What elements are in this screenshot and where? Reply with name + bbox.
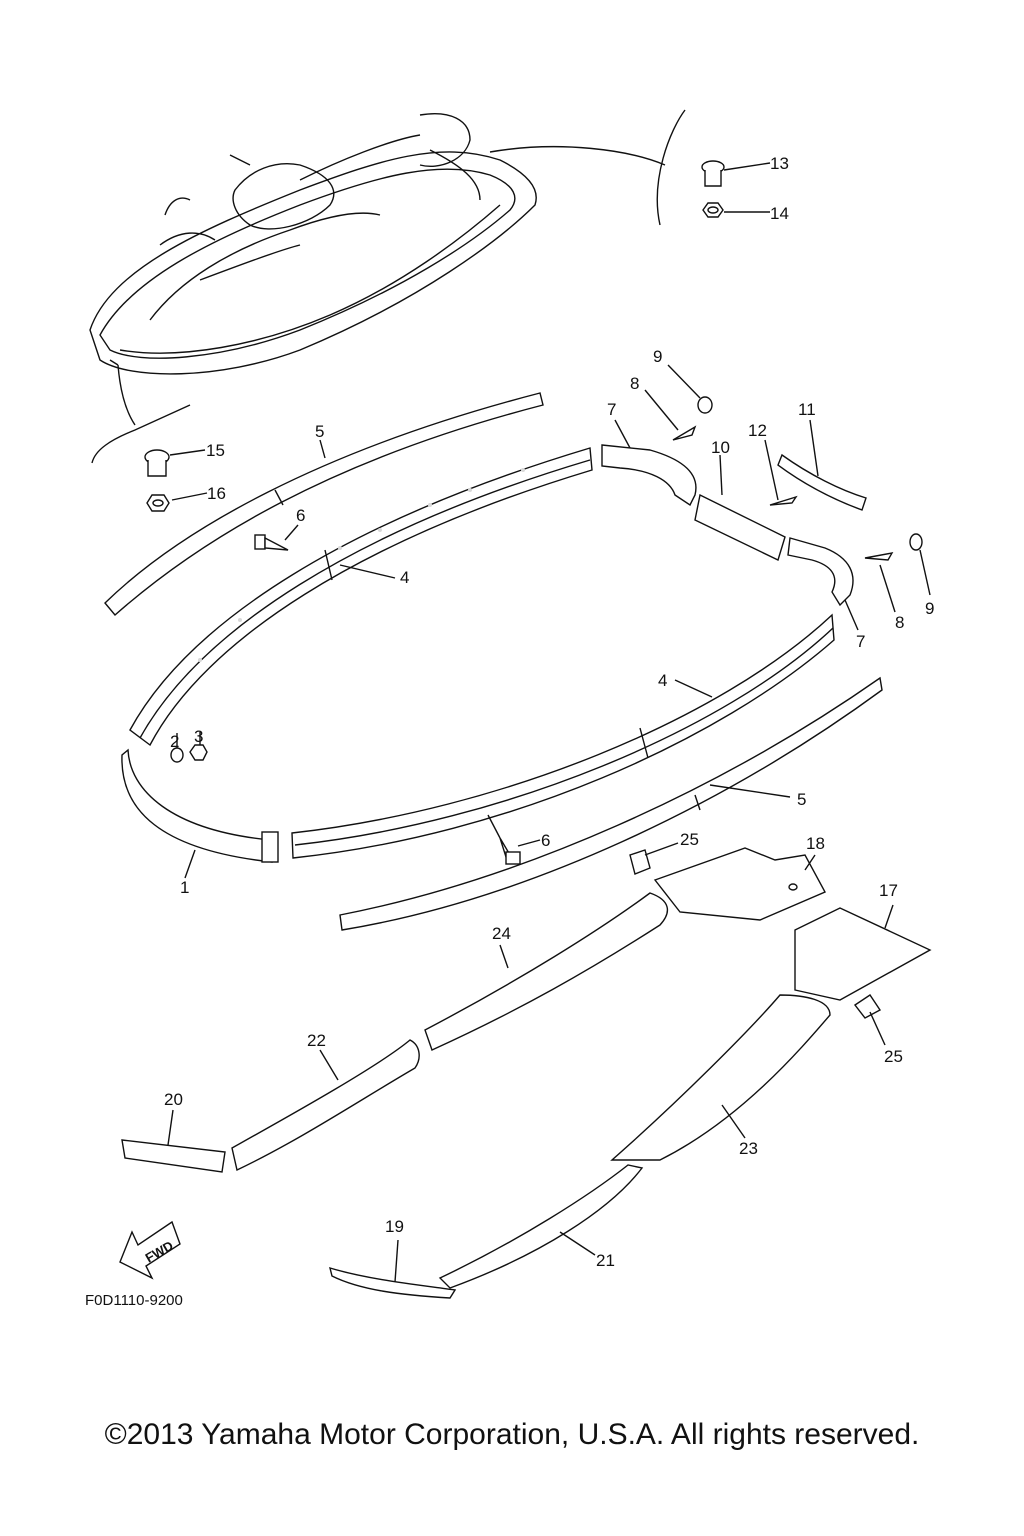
callout-labels: 1 2 3 4 4 5 5 6 6 7 7 8 8 9 9 10 11 12 1… bbox=[164, 154, 934, 1270]
callout-7: 7 bbox=[607, 400, 616, 419]
callout-23: 23 bbox=[739, 1139, 758, 1158]
part-21-mat bbox=[438, 1164, 644, 1289]
callout-15: 15 bbox=[206, 441, 225, 460]
callout-13: 13 bbox=[770, 154, 789, 173]
callout-22: 22 bbox=[307, 1031, 326, 1050]
part-18-mat bbox=[653, 847, 826, 921]
part-6-screw-lower bbox=[487, 814, 541, 865]
copyright-notice: ©2013 Yamaha Motor Corporation, U.S.A. A… bbox=[104, 1418, 920, 1451]
part-7-corner-left bbox=[601, 419, 697, 507]
part-9-cap-right bbox=[909, 533, 931, 596]
callout-8: 8 bbox=[630, 374, 639, 393]
callout-5: 5 bbox=[315, 422, 324, 441]
part-4-bumper-rail-lower bbox=[291, 613, 835, 859]
bracket-line bbox=[91, 404, 191, 464]
callout-8: 8 bbox=[895, 613, 904, 632]
callout-2: 2 bbox=[170, 732, 179, 751]
part-16-nut bbox=[146, 492, 208, 512]
leader-line bbox=[117, 364, 136, 426]
part-8-rivet-right bbox=[864, 552, 896, 613]
callout-5: 5 bbox=[797, 790, 806, 809]
part-1-bow-bumper bbox=[121, 748, 279, 879]
callout-3: 3 bbox=[194, 727, 203, 746]
part-17-mat bbox=[794, 904, 932, 1001]
callout-6: 6 bbox=[296, 506, 305, 525]
part-14-nut bbox=[702, 202, 770, 218]
part-8-rivet-left bbox=[644, 389, 697, 441]
fwd-arrow-icon: FWD bbox=[119, 1220, 181, 1280]
callout-1: 1 bbox=[180, 878, 189, 897]
callout-25: 25 bbox=[680, 830, 699, 849]
part-25-pad-upper bbox=[629, 842, 679, 875]
watercraft-illustration bbox=[89, 113, 537, 375]
part-11-strip bbox=[777, 419, 867, 511]
part-24-mat bbox=[424, 892, 669, 1051]
callout-4: 4 bbox=[400, 568, 409, 587]
part-12-rivet bbox=[764, 439, 798, 506]
part-7-corner-right bbox=[787, 537, 859, 631]
part-10-stern-bumper bbox=[694, 454, 786, 561]
part-13-bushing bbox=[701, 160, 771, 187]
callout-11: 11 bbox=[798, 400, 816, 419]
callout-24: 24 bbox=[492, 924, 511, 943]
callout-10: 10 bbox=[711, 438, 730, 457]
drawing-code: F0D1110-9200 bbox=[85, 1292, 183, 1309]
callout-6: 6 bbox=[541, 831, 550, 850]
part-23-mat bbox=[610, 994, 831, 1161]
part-2-washer bbox=[170, 733, 184, 763]
bracket-line bbox=[656, 109, 686, 226]
callout-9: 9 bbox=[653, 347, 662, 366]
callout-4: 4 bbox=[658, 671, 667, 690]
callout-20: 20 bbox=[164, 1090, 183, 1109]
part-4-bumper-rail bbox=[129, 447, 593, 747]
part-22-mat bbox=[231, 1039, 420, 1172]
callout-19: 19 bbox=[385, 1217, 404, 1236]
callout-21: 21 bbox=[596, 1251, 615, 1270]
callout-7: 7 bbox=[856, 632, 865, 651]
callout-12: 12 bbox=[748, 421, 767, 440]
callout-18: 18 bbox=[806, 834, 825, 853]
part-25-pad-lower bbox=[853, 994, 886, 1046]
part-5-moulding-upper bbox=[104, 392, 544, 617]
callout-25: 25 bbox=[884, 1047, 903, 1066]
part-19-mat bbox=[329, 1239, 457, 1299]
part-20-mat bbox=[121, 1109, 226, 1173]
callout-17: 17 bbox=[879, 881, 898, 900]
callout-16: 16 bbox=[207, 484, 226, 503]
part-5-moulding-lower bbox=[339, 676, 883, 931]
callout-9: 9 bbox=[925, 599, 934, 618]
callout-14: 14 bbox=[770, 204, 789, 223]
part-3-nut bbox=[189, 732, 208, 761]
leader-line bbox=[489, 146, 666, 166]
part-6-screw-upper bbox=[254, 524, 299, 551]
part-15-bushing bbox=[144, 449, 206, 477]
part-9-cap-left bbox=[667, 364, 713, 414]
